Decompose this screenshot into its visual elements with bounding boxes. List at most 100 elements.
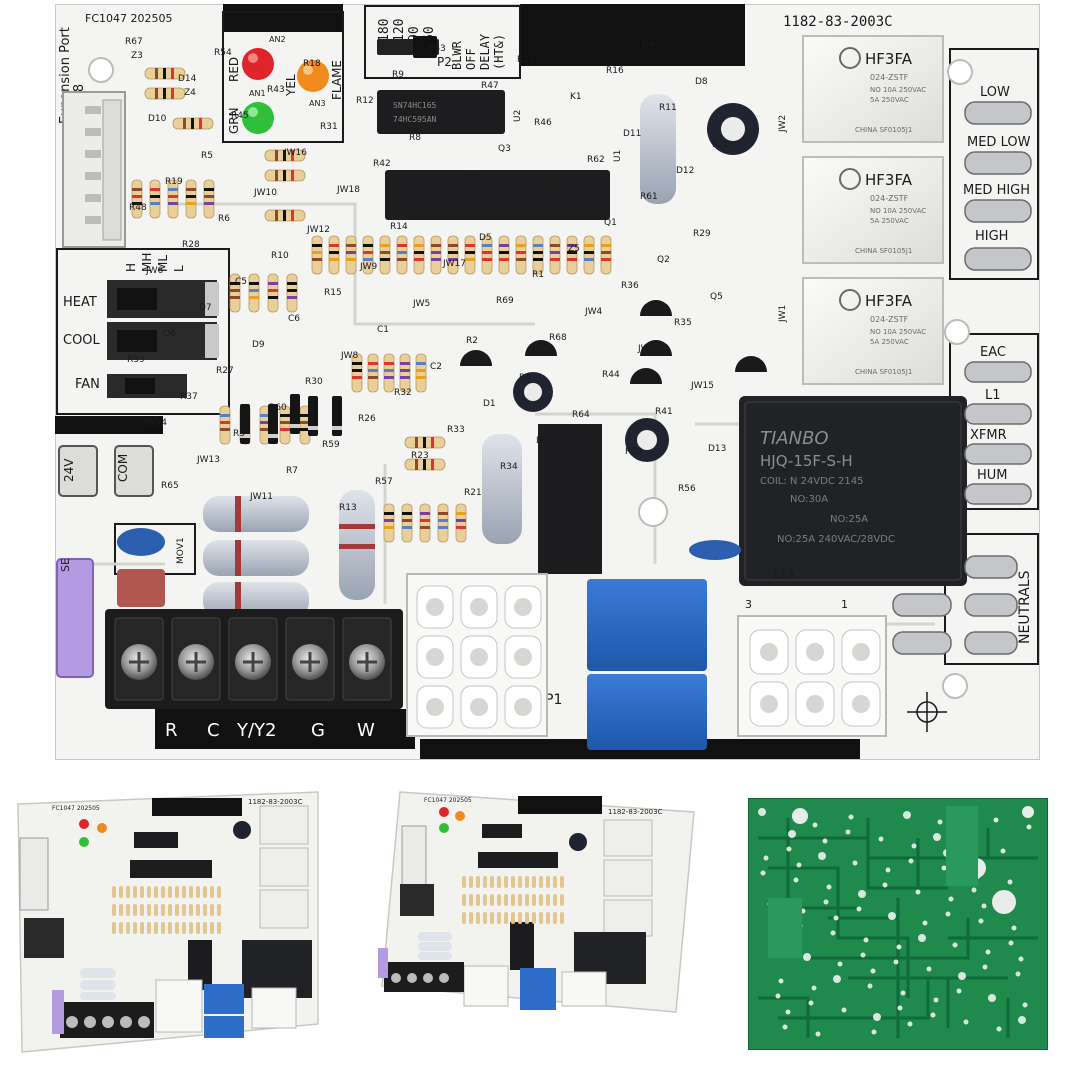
- resistor: [203, 886, 207, 898]
- solder-pad: [833, 915, 839, 921]
- solder-pad: [903, 811, 911, 819]
- ref-designator: R28: [182, 240, 200, 250]
- resistor: [140, 904, 144, 916]
- terminal-xfmr-label: XFMR: [970, 428, 1007, 443]
- resistor: [119, 886, 123, 898]
- resistor: [401, 503, 413, 543]
- ref-designator: R59: [322, 440, 340, 450]
- terminal-hum-label: HUM: [977, 468, 1008, 483]
- svg-text:024-ZSTF: 024-ZSTF: [870, 73, 909, 82]
- ref-designator: R15: [324, 288, 342, 298]
- resistor: [168, 886, 172, 898]
- resistor: [481, 235, 493, 275]
- resistor: [532, 912, 536, 924]
- solder-pad: [978, 918, 984, 924]
- resistor: [490, 894, 494, 906]
- resistor: [264, 169, 306, 182]
- resistor: [497, 912, 501, 924]
- resistor: [147, 922, 151, 934]
- ref-designator: K1: [570, 92, 582, 102]
- solder-pad: [911, 843, 917, 849]
- resistor: [383, 503, 395, 543]
- resistor: [532, 235, 544, 275]
- mask-block: [155, 709, 415, 749]
- molex-pin: [416, 685, 454, 729]
- resistor: [144, 67, 186, 80]
- resistor: [539, 894, 543, 906]
- svg-text:024-ZSTF: 024-ZSTF: [870, 194, 909, 203]
- mask-block: [595, 34, 705, 64]
- ref-designator: R1: [532, 270, 544, 280]
- ref-designator: R47: [481, 81, 499, 91]
- solder-pad: [1026, 824, 1032, 830]
- ref-designator: D11: [623, 129, 641, 139]
- terminal-24v-label: 24V: [62, 458, 76, 482]
- svg-text:TIANBO: TIANBO: [760, 428, 829, 449]
- resistor: [518, 876, 522, 888]
- molex-connector-6pin: [737, 615, 887, 737]
- resistor: [119, 922, 123, 934]
- pcb-trace: [758, 996, 810, 1038]
- ref-designator: JW5: [412, 299, 430, 309]
- pcb-trace: [778, 976, 1008, 1020]
- solder-pad: [1022, 1002, 1028, 1008]
- ref-designator: R62: [587, 155, 605, 165]
- ref-designator: D13: [708, 444, 726, 454]
- resistor: [583, 235, 595, 275]
- resistor: [367, 353, 379, 393]
- solder-pad: [822, 838, 828, 844]
- dip-switch-cool: [107, 322, 219, 360]
- resistor: [112, 886, 116, 898]
- solder-pad: [915, 889, 921, 895]
- ref-designator: R30: [305, 377, 323, 387]
- led-yellow: [297, 60, 329, 92]
- solder-pad: [811, 985, 817, 991]
- molex-pin: [795, 681, 835, 727]
- molex-pin: [504, 585, 542, 629]
- solder-pad: [956, 988, 962, 994]
- date-code: FC1047 202505: [85, 12, 173, 25]
- ref-designator: R13: [339, 503, 357, 513]
- resistor: [189, 904, 193, 916]
- ref-designator: R22: [553, 499, 571, 509]
- diode: [332, 396, 342, 436]
- solder-pad: [873, 1013, 881, 1021]
- ref-designator: R43: [267, 85, 285, 95]
- mode-switch-labels: HEAT COOL FAN: [63, 295, 101, 392]
- ref-designator: R40: [462, 170, 480, 180]
- screw-terminal: [228, 617, 278, 701]
- transistors: [460, 300, 767, 384]
- resistor: [525, 912, 529, 924]
- ref-designator: R18: [303, 59, 321, 69]
- resistor: [532, 876, 536, 888]
- resistor: [328, 235, 340, 275]
- svg-text:120: 120: [392, 19, 407, 42]
- screw-terminal: [285, 617, 335, 701]
- ref-designator: JW3: [637, 344, 655, 354]
- ref-designator: R35: [674, 318, 692, 328]
- p1-label: P1: [545, 692, 562, 708]
- resistor: [210, 886, 214, 898]
- solder-pad: [848, 814, 854, 820]
- resistor: [553, 876, 557, 888]
- resistor: [462, 894, 466, 906]
- ref-designator: JW10: [253, 188, 277, 198]
- solder-pad: [930, 1012, 936, 1018]
- molex-pin: [460, 585, 498, 629]
- resistor: [490, 876, 494, 888]
- resistor: [497, 894, 501, 906]
- solder-pad: [985, 949, 991, 955]
- resistor: [469, 894, 473, 906]
- svg-text:COOL: COOL: [63, 333, 101, 348]
- molex-pin: [504, 635, 542, 679]
- resistor: [464, 235, 476, 275]
- ref-designator: Z3: [131, 51, 143, 61]
- solder-pad: [852, 860, 858, 866]
- ref-designator: R63: [428, 44, 446, 54]
- mask-block: [223, 4, 343, 32]
- ref-designator: R60: [269, 403, 287, 413]
- screw-terminal: [342, 617, 392, 701]
- ref-designator: R6: [218, 214, 230, 224]
- ref-designator: JW12: [306, 225, 330, 235]
- solder-pad: [803, 953, 811, 961]
